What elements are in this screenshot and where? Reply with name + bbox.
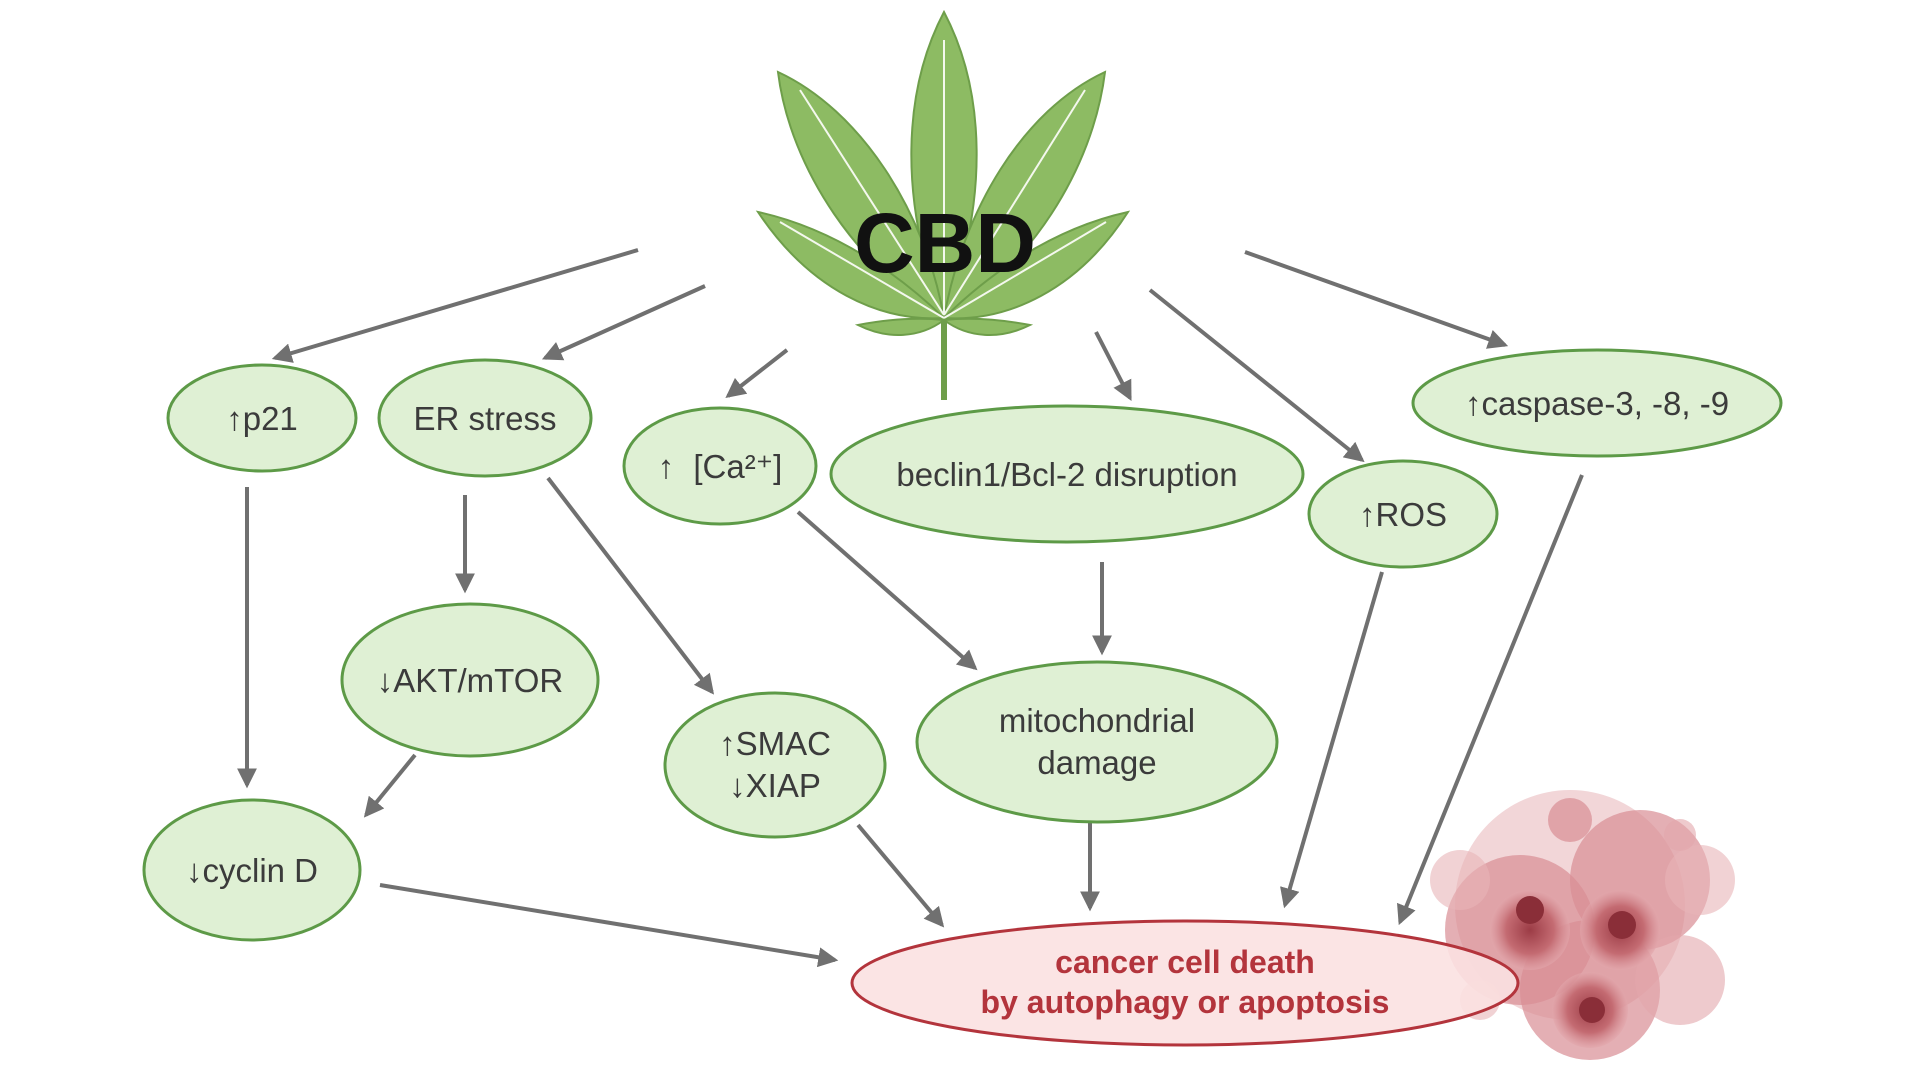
arrows — [237, 248, 1584, 968]
node-xiap-label: ↓XIAP — [729, 767, 821, 804]
arrow-cbd-to-p21 — [271, 248, 639, 363]
node-akt-mtor-label: ↓AKT/mTOR — [377, 662, 563, 699]
arrow-cyclin-to-death — [379, 883, 839, 968]
arrow-akt-to-cyclin — [363, 753, 417, 818]
node-caspase: ↑caspase-3, -8, -9 — [1411, 348, 1783, 458]
node-calcium: ↑ [Ca²⁺] — [622, 406, 818, 526]
node-akt-mtor: ↓AKT/mTOR — [340, 602, 600, 758]
node-calcium-label: [Ca²⁺] — [693, 448, 782, 485]
node-mito-line1: mitochondrial — [999, 702, 1195, 739]
arrow-cbd-to-beclin — [1094, 331, 1132, 401]
node-cyclin-d: ↓cyclin D — [142, 798, 362, 942]
node-calcium-arrow: ↑ — [658, 448, 675, 485]
arrow-ros-to-death — [1280, 571, 1384, 909]
arrow-cbd-to-calcium — [725, 348, 789, 399]
arrow-cbd-to-er-stress — [541, 284, 706, 361]
arrow-er-stress-to-smac — [546, 476, 715, 695]
node-cancer-cell-death: cancer cell death by autophagy or apopto… — [850, 919, 1520, 1047]
node-p21: ↑p21 — [166, 363, 358, 473]
arrow-cbd-to-caspase — [1244, 250, 1509, 349]
arrow-cbd-to-ros — [1148, 288, 1365, 463]
node-beclin-label: beclin1/Bcl-2 disruption — [896, 456, 1237, 493]
arrow-smac-to-death — [856, 823, 945, 928]
node-death-line1: cancer cell death — [1055, 944, 1315, 980]
svg-text:↑ [Ca²⁺]: ↑ [Ca²⁺] — [658, 448, 783, 485]
node-smac-label: ↑SMAC — [719, 725, 831, 762]
arrow-caspase-to-death — [1397, 474, 1584, 926]
node-p21-label: ↑p21 — [226, 400, 298, 437]
diagram-title: CBD — [854, 196, 1036, 290]
node-ros-label: ↑ROS — [1359, 496, 1447, 533]
node-mitochondrial-damage: mitochondrial damage — [915, 660, 1279, 824]
node-cyclin-d-label: ↓cyclin D — [186, 852, 318, 889]
arrow-calcium-to-mito — [796, 510, 978, 671]
node-er-stress: ER stress — [377, 358, 593, 478]
node-beclin: beclin1/Bcl-2 disruption — [829, 404, 1305, 544]
node-caspase-label: ↑caspase-3, -8, -9 — [1465, 385, 1729, 422]
node-death-line2: by autophagy or apoptosis — [981, 984, 1390, 1020]
node-smac-xiap: ↑SMAC ↓XIAP — [663, 691, 887, 839]
node-mito-line2: damage — [1037, 744, 1156, 781]
cancer-cell-cluster-icon — [1430, 790, 1735, 1060]
node-ros: ↑ROS — [1307, 459, 1499, 569]
node-er-stress-label: ER stress — [413, 400, 556, 437]
cannabis-leaf-icon — [755, 9, 1131, 400]
